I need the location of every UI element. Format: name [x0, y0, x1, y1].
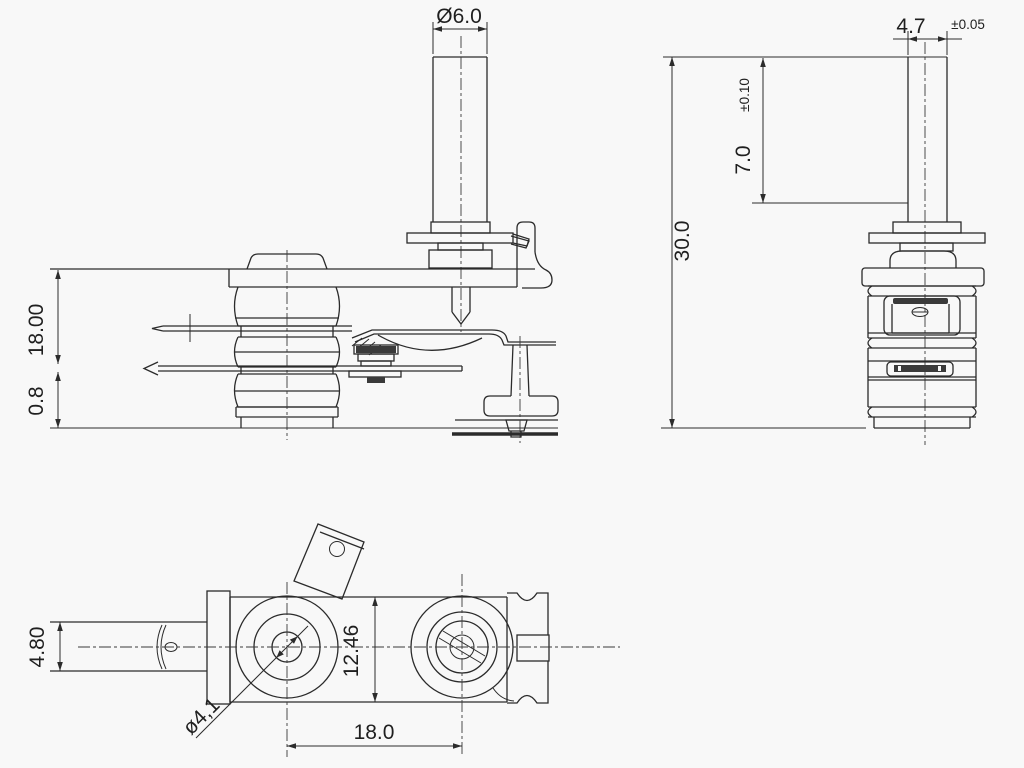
dim-stem-length-label: 7.0	[732, 145, 755, 174]
shaft-side	[432, 36, 488, 332]
lower-window	[886, 361, 954, 377]
body-outline-bottom	[229, 596, 515, 703]
ceramic-body-front	[867, 285, 977, 429]
right-bracket	[507, 592, 550, 704]
terminal-blade-lower	[142, 361, 463, 376]
dim-stem-width-label: 4.7	[896, 15, 925, 38]
dim-pin-hole-diameter: ø4,1	[178, 625, 309, 739]
contact-stack	[348, 344, 402, 383]
bimetal-disc	[351, 329, 556, 356]
dim-hole-spacing: 18.0	[287, 721, 462, 749]
dim-shaft-diameter: Ø6.0	[432, 5, 488, 54]
dim-bracket-to-blade-label: 18.00	[25, 304, 48, 357]
rivet-post	[455, 336, 559, 443]
front-view: 4.7 ±0.05 7.0 ±0.10 30.0	[661, 15, 986, 445]
dim-pin-hole-diameter-label: ø4,1	[178, 693, 224, 739]
spade-terminal	[293, 523, 365, 600]
dim-bracket-to-blade: 18.00	[25, 270, 61, 364]
dim-stem-length-tolerance: ±0.10	[737, 78, 752, 112]
ceramic-body-side	[233, 250, 341, 440]
dim-shaft-diameter-label: Ø6.0	[436, 5, 482, 28]
dim-stem-length: 7.0 ±0.10	[732, 58, 766, 203]
shaft-collar	[406, 221, 530, 269]
dim-stem-width: 4.7 ±0.05	[893, 15, 985, 55]
shaft-front	[907, 42, 948, 445]
dim-stem-width-tolerance: ±0.05	[951, 17, 985, 32]
mounting-bracket	[50, 221, 553, 289]
side-view: Ø6.0 18.00 0.8	[25, 5, 559, 443]
dim-terminal-width-label: 4.80	[26, 627, 49, 668]
dim-body-width: 12.46	[340, 597, 378, 702]
dim-terminal-width: 4.80	[26, 622, 63, 671]
dim-overall-height: 30.0	[669, 57, 694, 428]
blade-holder	[206, 590, 231, 705]
dim-blade-thickness: 0.8	[25, 372, 61, 428]
bottom-view: 4.80 12.46 18.0 ø4,1	[26, 523, 620, 757]
left-terminal-blade	[50, 621, 207, 672]
collar-front	[861, 221, 986, 287]
dim-body-width-label: 12.46	[340, 625, 363, 678]
dim-blade-thickness-label: 0.8	[25, 386, 48, 415]
dim-overall-height-label: 30.0	[671, 221, 694, 262]
terminal-blade-upper	[151, 314, 352, 342]
dim-hole-spacing-label: 18.0	[354, 721, 395, 744]
upper-window	[883, 295, 961, 336]
adjusting-screw	[451, 287, 471, 326]
